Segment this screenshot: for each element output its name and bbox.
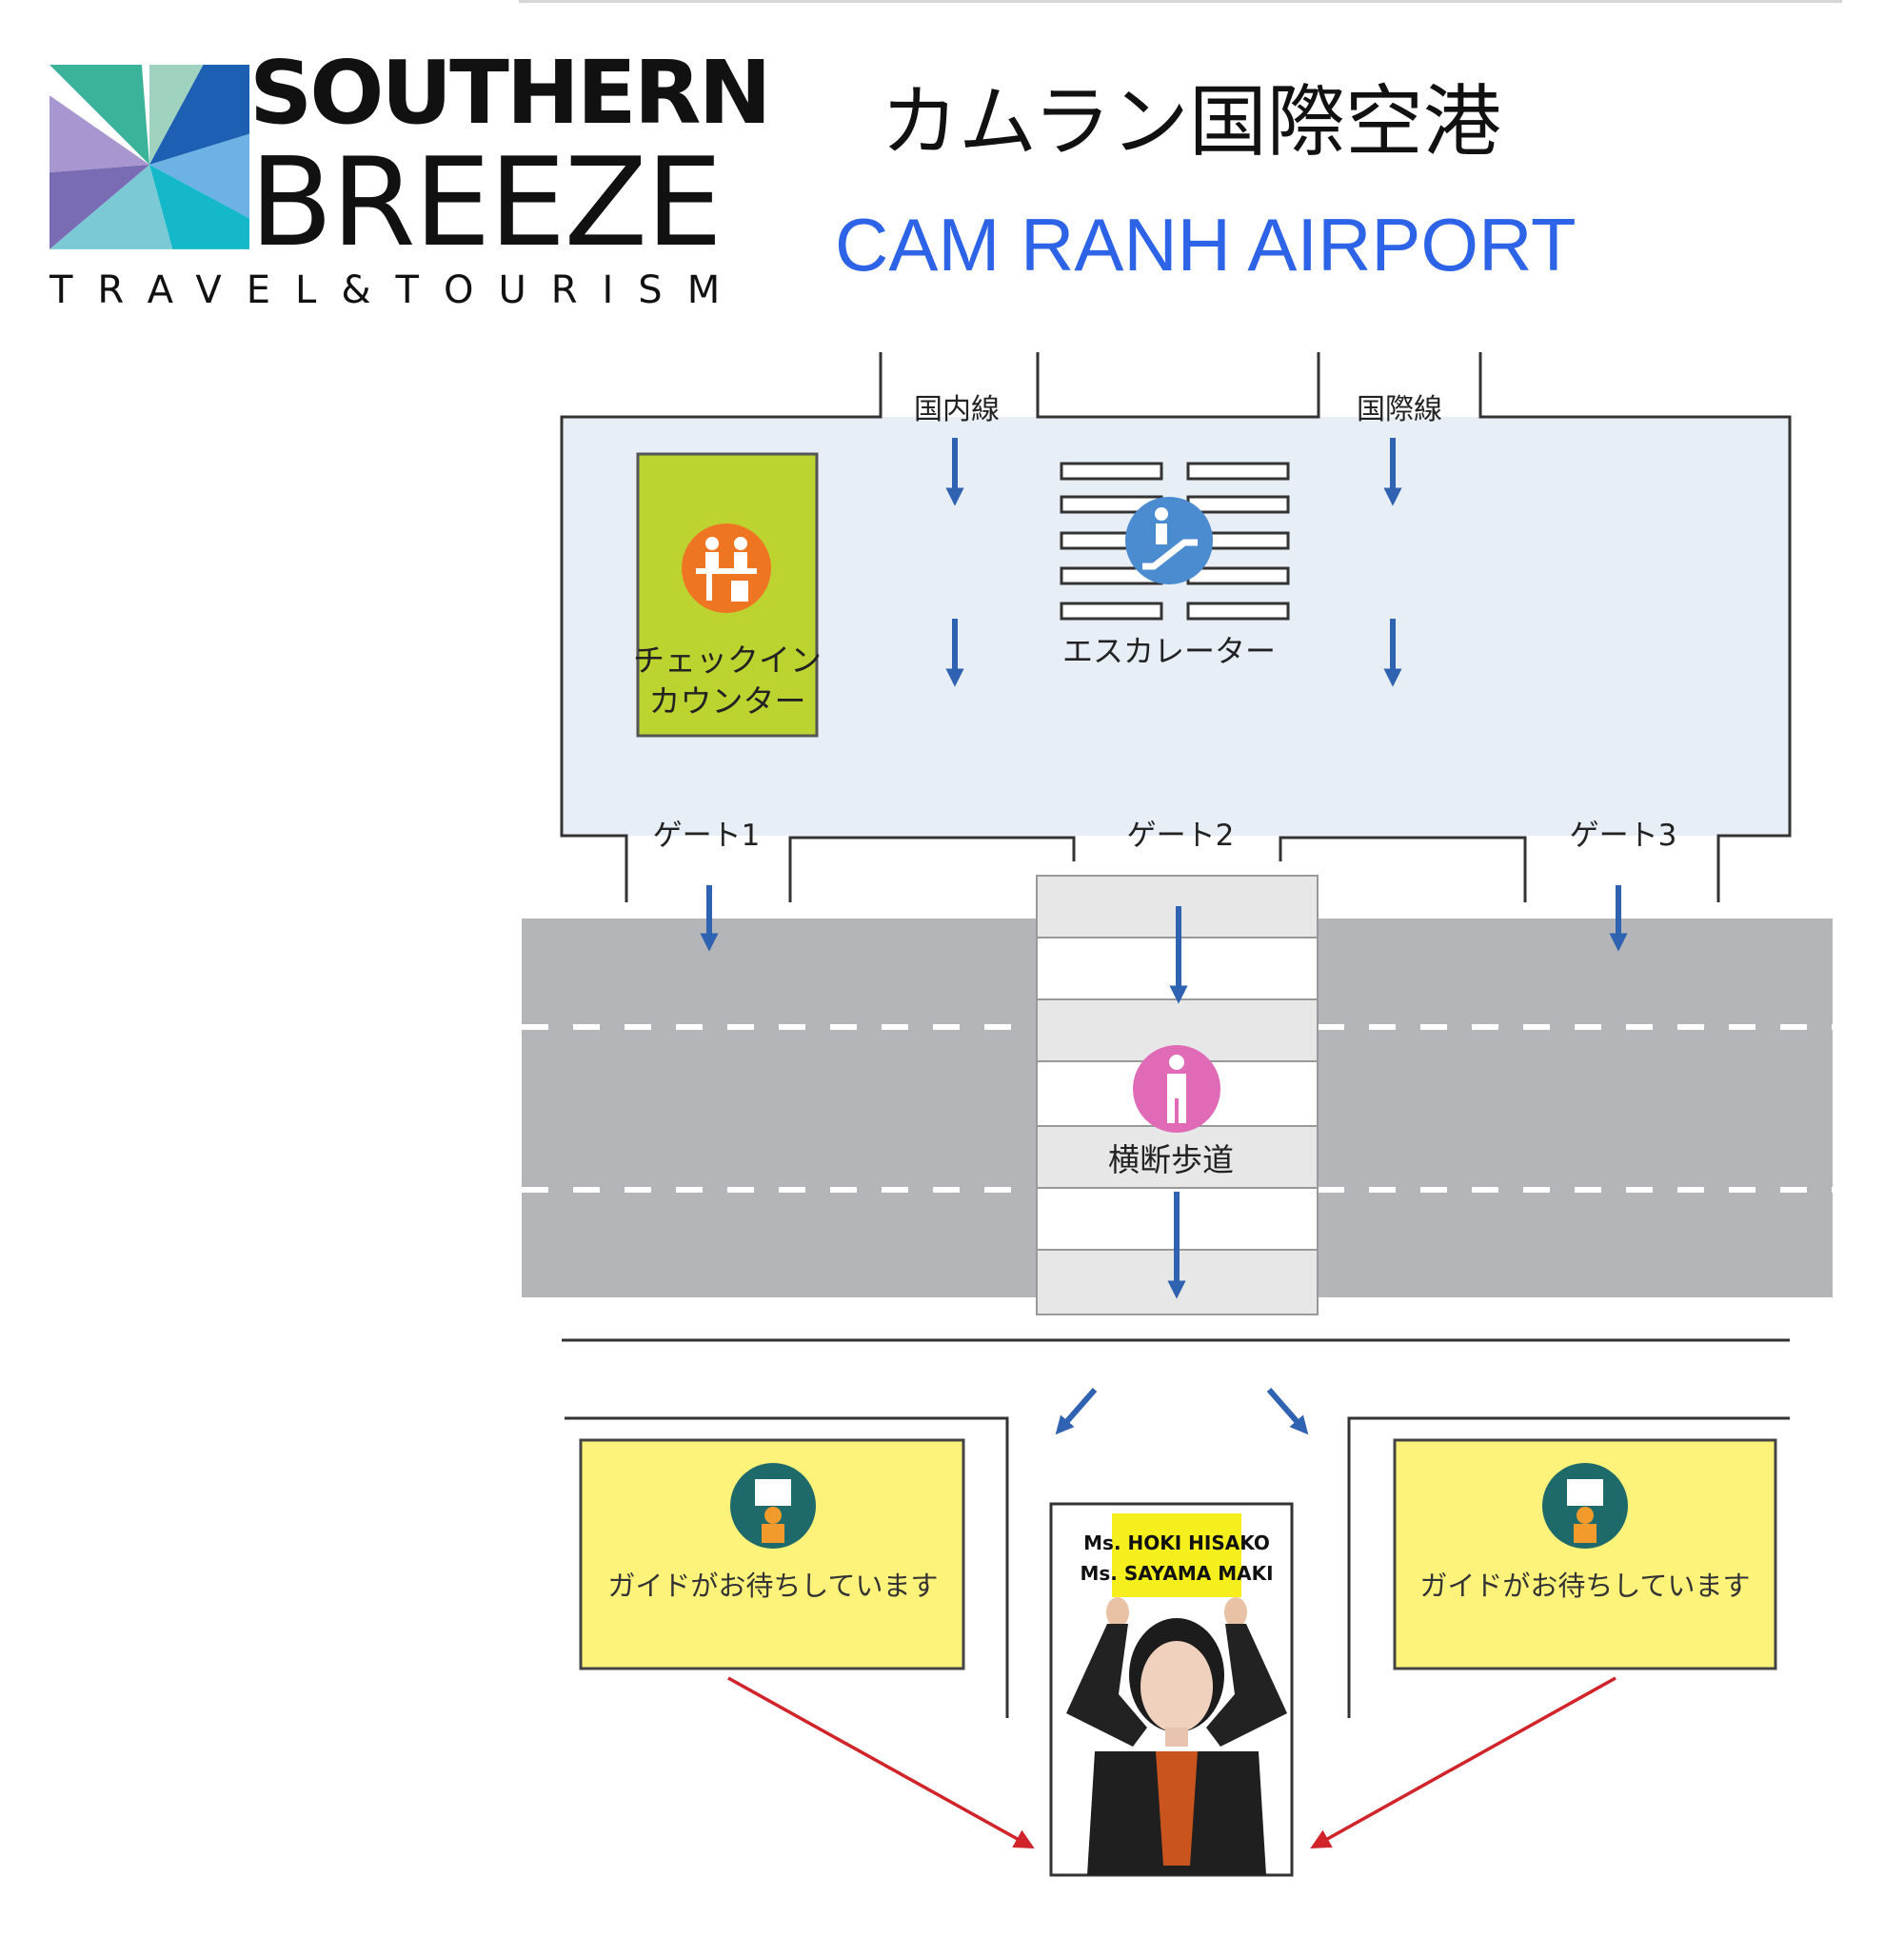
sign-line-2: Ms. SAYAMA MAKI <box>1080 1562 1273 1585</box>
domestic-label: 国内線 <box>914 393 1000 426</box>
guide-person-illustration: Ms. HOKI HISAKO Ms. SAYAMA MAKI <box>1066 1513 1287 1875</box>
crosswalk-label: 横断歩道 <box>1108 1141 1234 1178</box>
international-label: 国際線 <box>1357 393 1442 426</box>
checkin-label-line1: チェックイン <box>633 642 822 679</box>
checkin-label-line2: カウンター <box>649 682 806 720</box>
checkin-counter: チェックイン カウンター <box>633 454 822 736</box>
guide-waiting-label-right: ガイドがお待ちしています <box>1419 1570 1750 1602</box>
escalator-label: エスカレーター <box>1062 633 1276 669</box>
escalator-icon <box>1125 497 1213 584</box>
guide-box-left: ガイドがお待ちしています <box>581 1440 963 1669</box>
gate-2-label: ゲート2 <box>1127 819 1235 853</box>
diagonal-arrows <box>1061 1390 1302 1428</box>
guide-waiting-label-left: ガイドがお待ちしています <box>607 1570 938 1602</box>
gate-1-label: ゲート1 <box>653 819 761 853</box>
sign-line-1: Ms. HOKI HISAKO <box>1083 1531 1270 1554</box>
gate-3-label: ゲート3 <box>1570 819 1677 853</box>
pedestrian-icon <box>1133 1045 1220 1133</box>
guide-box-right: ガイドがお待ちしています <box>1395 1440 1775 1669</box>
